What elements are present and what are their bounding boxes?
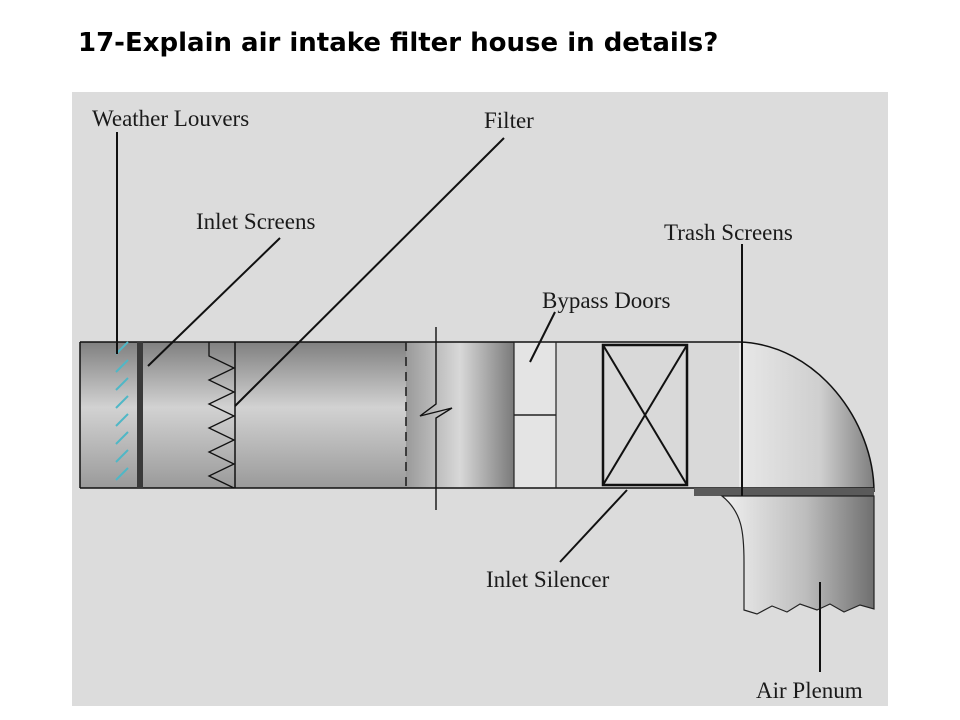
air-plenum-section xyxy=(720,495,875,615)
slide-title: 17-Explain air intake filter house in de… xyxy=(78,28,719,58)
label-filter: Filter xyxy=(484,108,534,133)
break-line xyxy=(419,327,453,510)
inlet-screens xyxy=(137,342,143,488)
label-inlet-screens: Inlet Screens xyxy=(196,209,315,234)
filter-element xyxy=(207,342,236,489)
label-inlet-silencer: Inlet Silencer xyxy=(486,567,610,592)
air-intake-filter-house-diagram: Weather Louvers Filter Inlet Screens Tra… xyxy=(72,92,888,706)
intake-duct xyxy=(79,341,875,500)
label-weather-louvers: Weather Louvers xyxy=(92,106,249,131)
label-bypass-doors: Bypass Doors xyxy=(542,288,670,313)
bypass-doors xyxy=(513,342,557,488)
weather-louvers xyxy=(115,341,129,481)
inlet-silencer xyxy=(601,343,689,487)
leader-lines xyxy=(116,132,821,672)
label-air-plenum: Air Plenum xyxy=(756,678,863,703)
label-trash-screens: Trash Screens xyxy=(664,220,793,245)
